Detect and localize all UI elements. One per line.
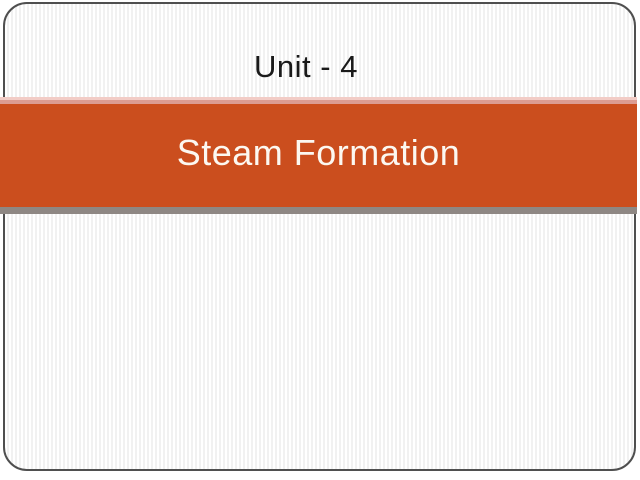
slide-background [3, 2, 636, 471]
title-banner: Steam Formation [0, 104, 637, 207]
gray-accent-stripe [0, 207, 637, 214]
slide-unit-title: Unit - 4 [254, 49, 358, 84]
slide-main-title: Steam Formation [176, 131, 461, 173]
pink-accent-stripe [0, 97, 637, 104]
